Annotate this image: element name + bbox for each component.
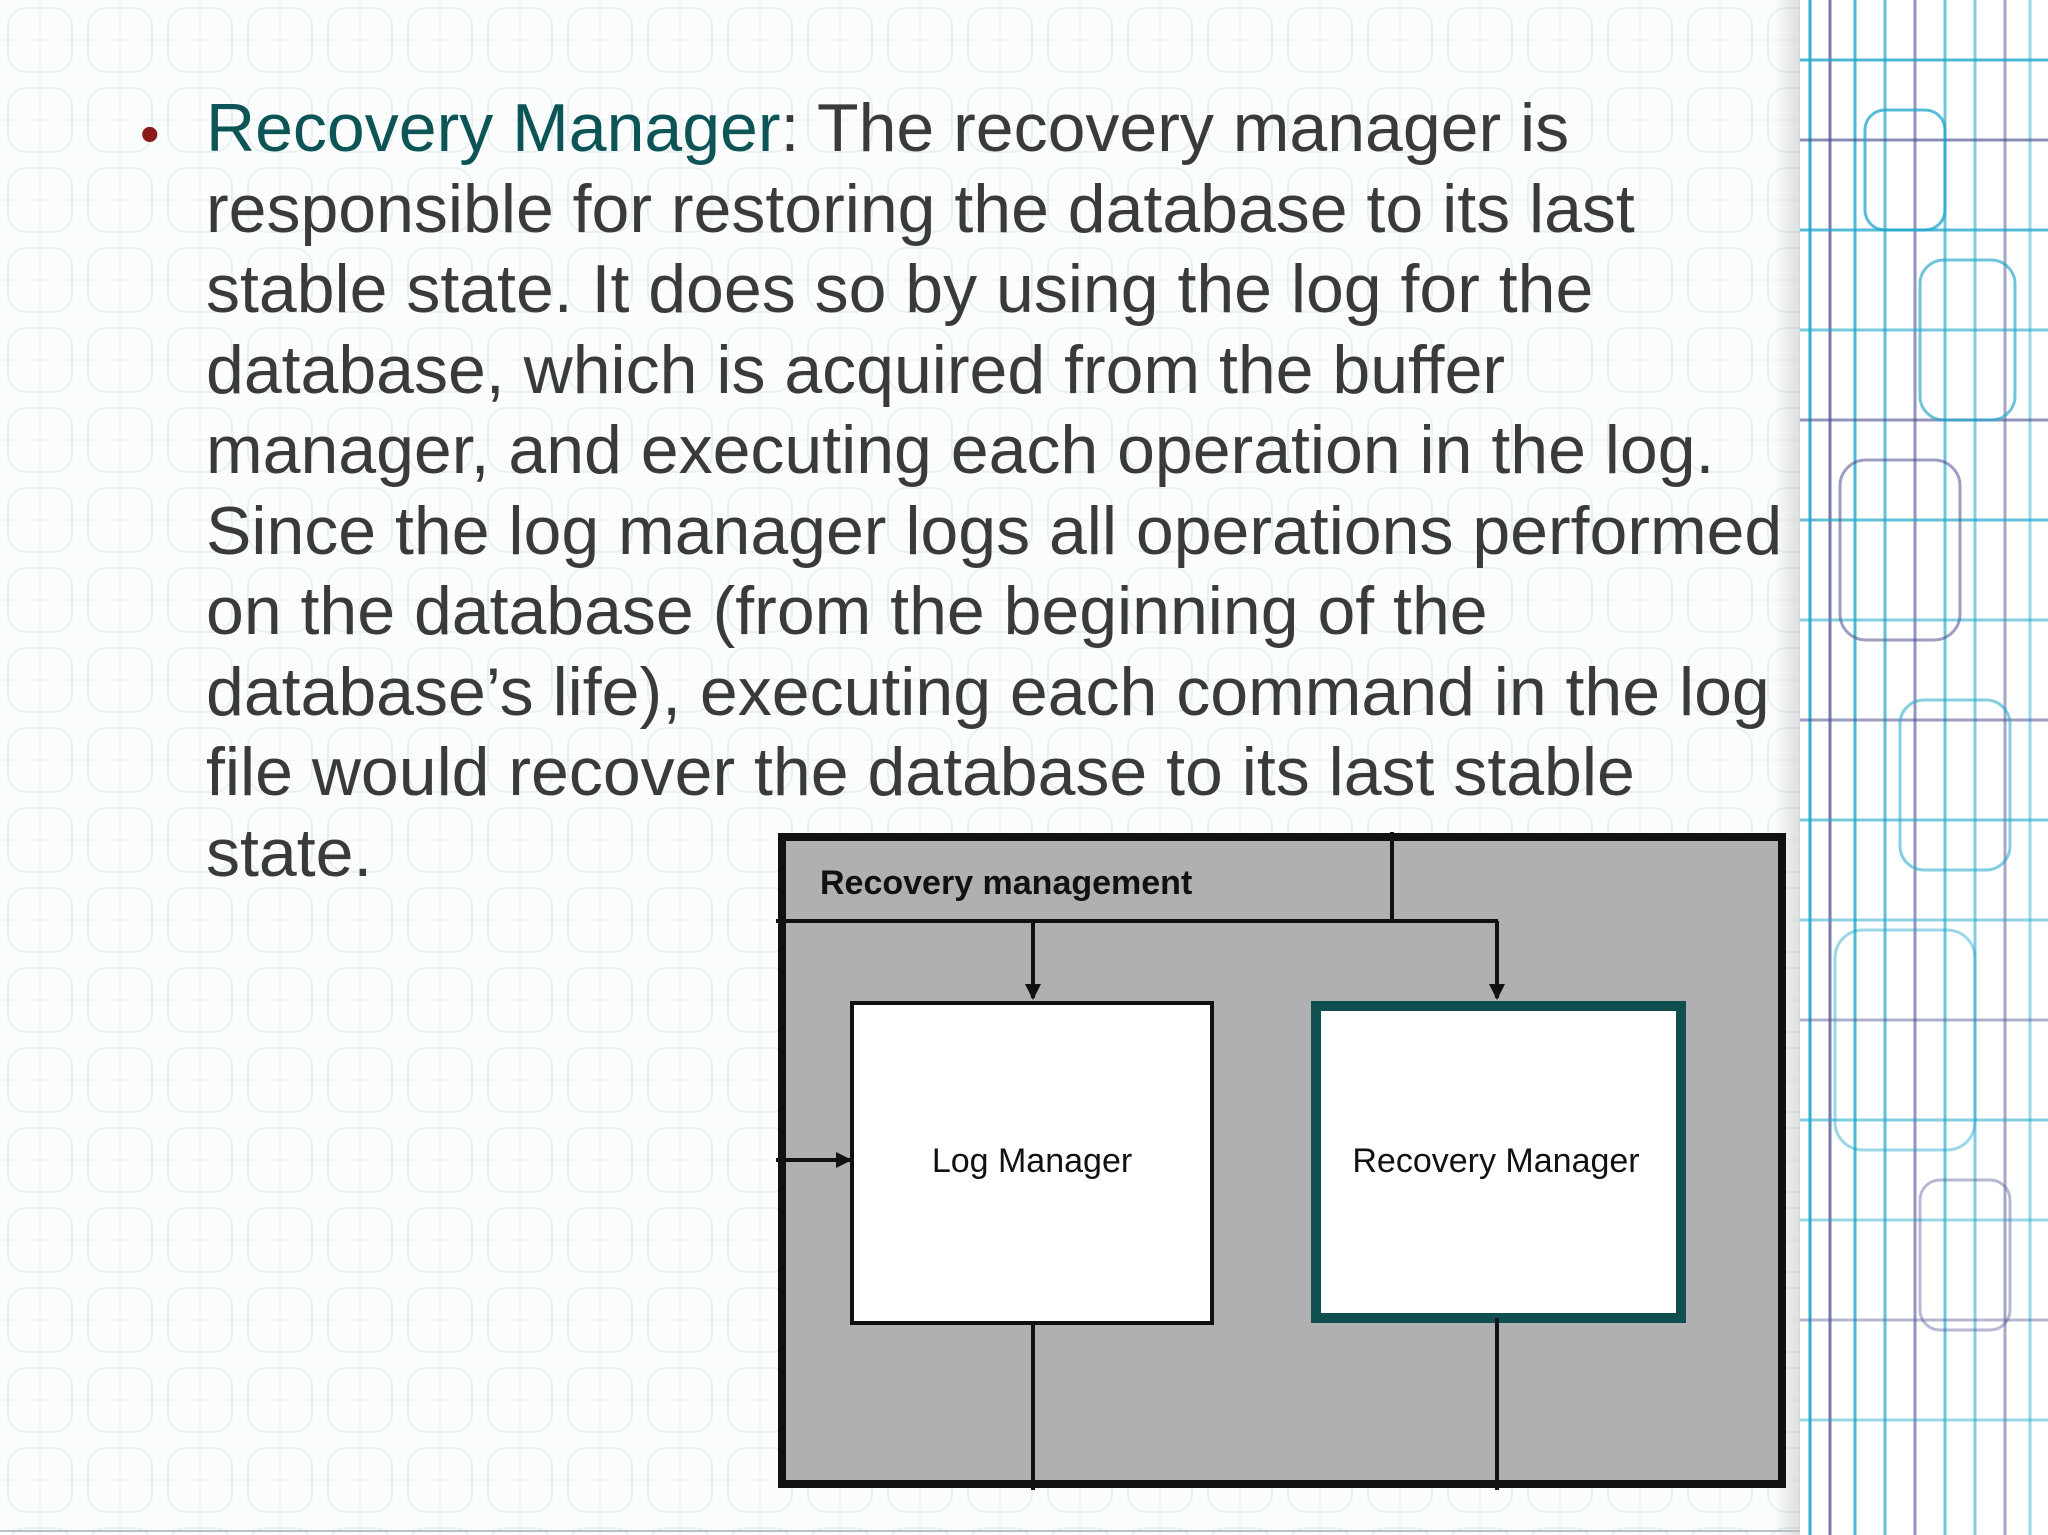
bullet-term: Recovery Manager	[206, 90, 781, 166]
bullet-dot: •	[140, 106, 164, 162]
diagram-title: Recovery management	[820, 864, 1193, 902]
log-manager-label: Log Manager	[931, 1142, 1133, 1180]
recovery-manager-label: Recovery Manager	[1352, 1142, 1640, 1180]
bullet-text: Recovery Manager: The recovery manager i…	[206, 88, 1786, 893]
right-decoration-pattern	[1800, 0, 2048, 1535]
bullet-body: : The recovery manager is responsible fo…	[206, 90, 1783, 891]
slide-bottom-line	[0, 1530, 1800, 1532]
